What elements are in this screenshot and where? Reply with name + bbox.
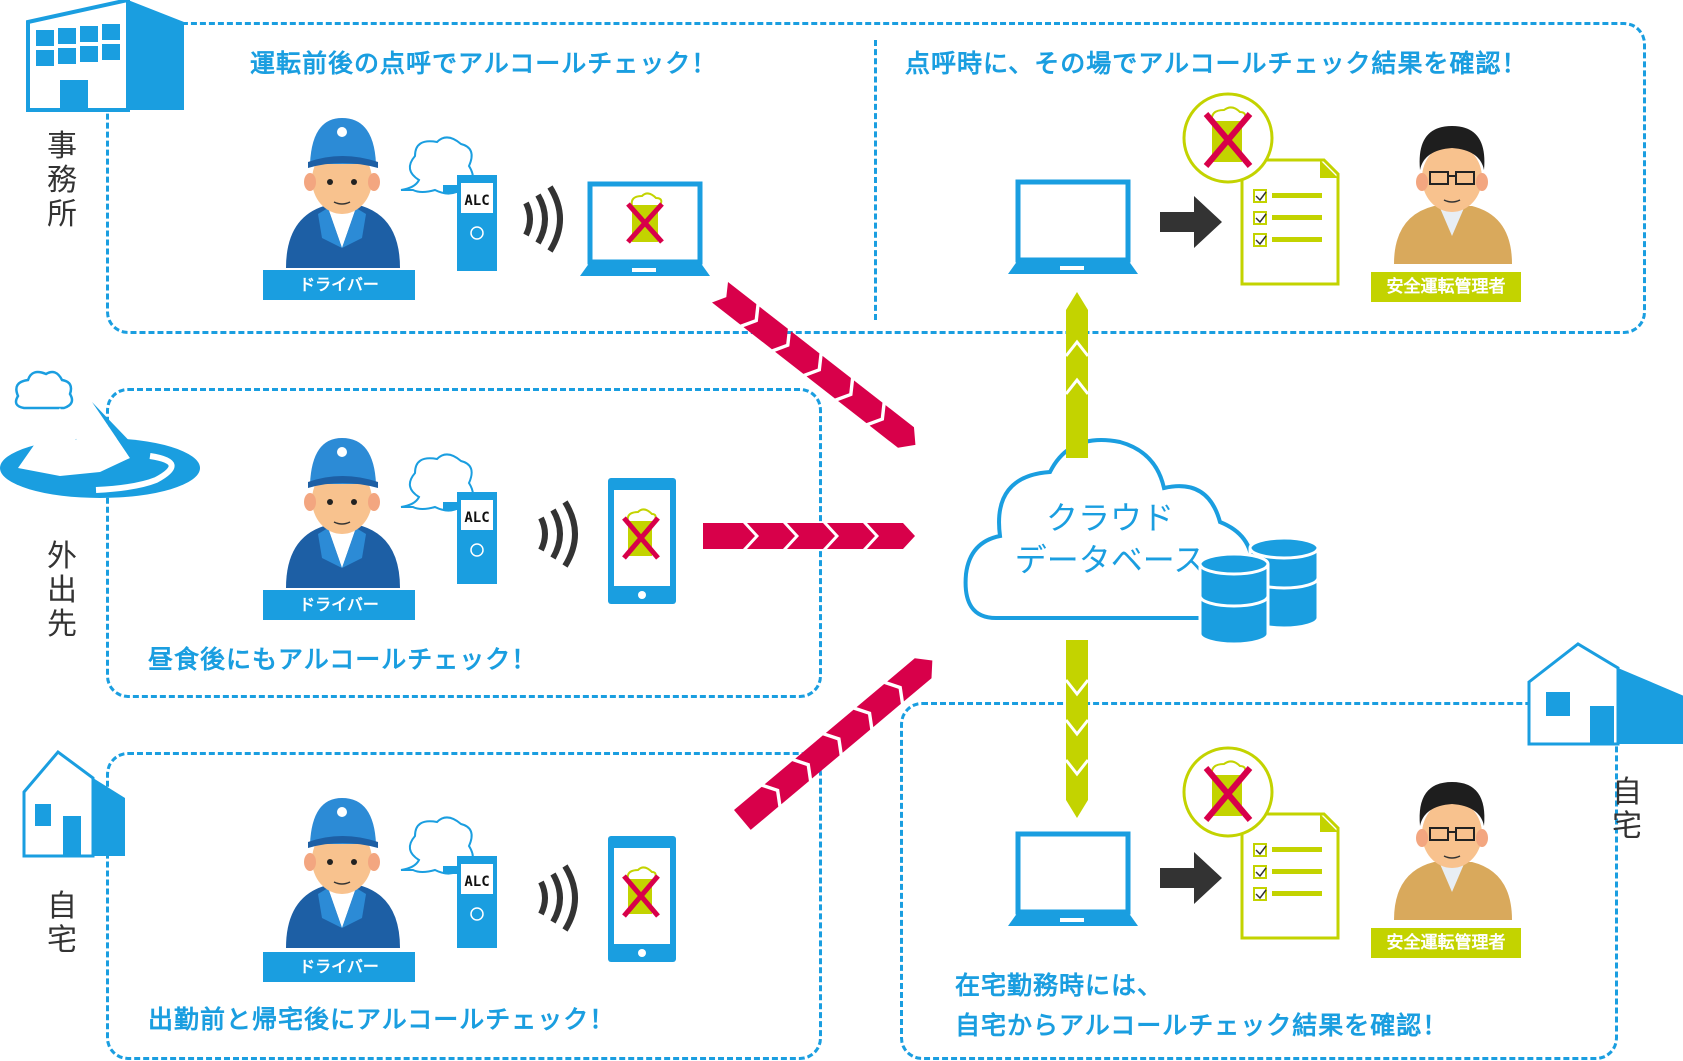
breath-cloud-icon <box>400 136 474 195</box>
role-badge-driver: ドライバー <box>263 952 415 982</box>
cloud-label-line2: データベース <box>1014 541 1206 579</box>
smartphone-with-result-icon <box>608 836 676 962</box>
laptop-icon <box>1008 831 1138 926</box>
breath-cloud-icon <box>400 453 474 512</box>
checklist-report-icon <box>1182 92 1340 286</box>
breathalyzer-screen-text: ALC <box>464 874 489 890</box>
role-badge-driver: ドライバー <box>263 590 415 620</box>
breathalyzer-screen-text: ALC <box>464 510 489 526</box>
role-badge-safety-manager: 安全運転管理者 <box>1371 272 1521 302</box>
home-manager-panel <box>900 702 1618 1060</box>
home-manager-heading-line2: 自宅からアルコールチェック結果を確認！ <box>955 1011 1449 1040</box>
office-panel-divider <box>874 40 877 320</box>
location-label-office: 事務所 <box>47 129 77 232</box>
role-badge-safety-manager: 安全運転管理者 <box>1371 928 1521 958</box>
home-manager-heading-line1: 在宅勤務時には、 <box>955 971 1164 1000</box>
download-arrow-to-home <box>1064 640 1090 818</box>
wireless-signal-icon <box>523 185 563 253</box>
breathalyzer-icon: ALC <box>443 492 497 584</box>
office-panel <box>106 22 1646 334</box>
laptop-with-result-icon <box>580 181 710 276</box>
right-arrow-icon <box>1160 196 1222 248</box>
home-driver-heading: 出勤前と帰宅後にアルコールチェック！ <box>148 1005 616 1034</box>
safety-manager-avatar <box>1394 126 1512 264</box>
house-icon-left <box>22 749 125 858</box>
upload-arrow-office <box>711 282 916 448</box>
upload-arrow-home <box>734 658 933 830</box>
smartphone-with-result-icon <box>608 478 676 604</box>
home-driver-panel <box>106 752 822 1060</box>
mountain-icon <box>0 370 200 498</box>
location-label-outside: 外出先 <box>47 539 77 642</box>
breathalyzer-icon: ALC <box>443 175 497 271</box>
driver-avatar <box>286 118 400 268</box>
house-icon-right <box>1527 642 1683 746</box>
office-building-icon <box>26 0 184 112</box>
breathalyzer-icon: ALC <box>443 856 497 948</box>
driver-avatar <box>286 798 400 948</box>
right-arrow-icon <box>1160 852 1222 904</box>
database-icon <box>1198 536 1320 646</box>
cloud-label-line1: クラウド <box>1045 499 1174 537</box>
breath-cloud-icon <box>400 816 474 875</box>
checklist-report-icon <box>1182 746 1340 940</box>
upload-arrow-outside <box>703 523 915 549</box>
laptop-icon <box>1008 179 1138 274</box>
location-label-home-right: 自宅 <box>1612 775 1642 844</box>
office-manager-heading: 点呼時に、その場でアルコールチェック結果を確認！ <box>905 49 1528 78</box>
role-badge-driver: ドライバー <box>263 270 415 300</box>
wireless-signal-icon <box>538 864 578 932</box>
download-arrow-to-office <box>1064 292 1090 458</box>
wireless-signal-icon <box>538 500 578 568</box>
safety-manager-avatar <box>1394 782 1512 920</box>
location-label-home-left: 自宅 <box>47 889 77 958</box>
driver-avatar <box>286 438 400 588</box>
outside-driver-heading: 昼食後にもアルコールチェック！ <box>148 645 538 674</box>
breathalyzer-screen-text: ALC <box>464 193 489 209</box>
office-driver-heading: 運転前後の点呼でアルコールチェック！ <box>250 49 718 78</box>
